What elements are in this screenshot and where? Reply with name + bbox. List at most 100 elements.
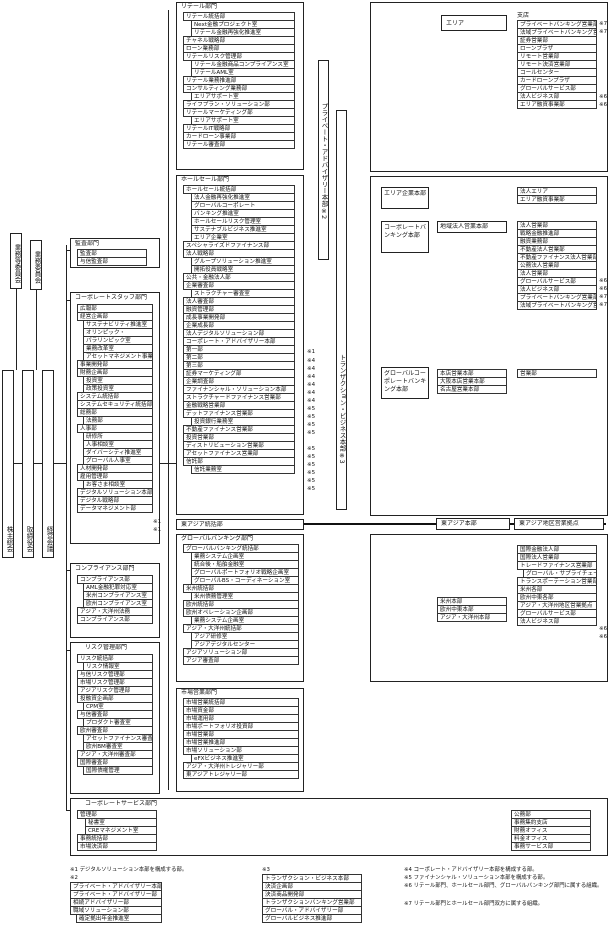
- corp-banking-box: コーポレートバンキング本部: [381, 221, 429, 253]
- marker: ※5: [307, 446, 316, 452]
- compliance-list: コンプライアンス部 AML金融犯罪対応室 米州コンプライアンス室 欧州コンプライ…: [77, 575, 153, 624]
- list-item: グローバル・サプライチェーン・ファイナンス室: [523, 569, 597, 578]
- list-item: アジア・大洋州地区営業拠点: [517, 601, 597, 610]
- marker: ※5: [307, 430, 316, 436]
- private-advisory-label: プライベート・アドバイザリー本部※2: [320, 102, 328, 220]
- list-item: 不動産ファイナンス法人営業部: [517, 253, 597, 262]
- marker: ※5: [307, 414, 316, 420]
- exec-committee-box: 業務委員会: [30, 240, 42, 290]
- intl-list: 国際金融法人部 国際法人営業部 トレードファイナンス営業部 グローバル・サプライ…: [517, 545, 597, 626]
- audit-list: 監査部 与信監査部: [77, 249, 147, 266]
- corp-staff-title: コーポレートスタッフ部門: [75, 294, 148, 301]
- list-item: 営業部: [517, 369, 597, 378]
- list-item: 信託業務室: [191, 465, 295, 474]
- private-advisory-box: プライベート・アドバイザリー本部※2: [318, 60, 329, 260]
- mgmt-meeting-label: 経営会議: [45, 526, 53, 552]
- list-item: ストラクチャードファイナンス営業部: [183, 393, 295, 402]
- hq-services-list: 公務部 事務集約支店 財務オフィス 料金オフィス 事務サービス部: [511, 810, 591, 851]
- footnote-2-list: プライベート・アドバイザリー本部 プライベート・アドバイザリー部 相続アドバイザ…: [70, 882, 162, 923]
- corp-services-list: 管理部 秘書室 CREマネジメント室 事務統括部 市場決済部: [77, 810, 157, 851]
- list-item: 事務サービス部: [511, 842, 591, 851]
- nomination-box: 業務等委員会: [10, 233, 22, 289]
- list-item: 名古屋営業本部: [437, 385, 507, 394]
- marker: ※7: [599, 29, 608, 35]
- marker: ※7: [599, 302, 608, 308]
- list-item: トレードファイナンス営業部: [517, 561, 597, 570]
- list-item: 欧州コンプライアンス室: [83, 599, 153, 608]
- audit-section: 監査部門 監査部 与信監査部: [70, 238, 160, 268]
- marker: ※7: [599, 294, 608, 300]
- footnote-7: ※7 リテール部門とホールセール部門双方に属する組織。: [404, 901, 544, 907]
- corp-services-section: コーポレートサービス部門 管理部 秘書室 CREマネジメント室 事務統括部 市場…: [70, 798, 608, 856]
- list-item: 与信監査部: [77, 257, 147, 266]
- list-item: アセットマネジメント事業室: [83, 352, 153, 361]
- list-item: サステナビリティ推進室: [83, 320, 153, 329]
- list-item: アジア審査部: [183, 656, 299, 665]
- list-item: プライベート・アドバイザリー本部: [70, 882, 162, 891]
- board-box: 取締役会: [22, 370, 34, 558]
- list-item: 国際債権管理: [83, 766, 153, 775]
- marker: ※5: [307, 470, 316, 476]
- retail-title: リテール部門: [181, 3, 218, 10]
- markets-title: 市場営業部門: [181, 689, 218, 696]
- east-asia-box: 東アジア統括部: [176, 519, 304, 530]
- markets-list: 市場営業統括部 市場資金部 市場運用部 市場ポートフォリオ投資部 市場営業部 市…: [183, 698, 299, 779]
- corp-banking-label: コーポレートバンキング本部: [384, 224, 427, 239]
- list-item: デジタルソリューション本部: [77, 488, 153, 497]
- audit-title: 監査部門: [75, 240, 100, 247]
- marker: ※5: [307, 422, 316, 428]
- marker: ※5: [307, 486, 316, 492]
- transaction-box: トランザクション・ビジネス本部※3: [336, 110, 347, 510]
- marker: ※5: [307, 454, 316, 460]
- list-item: データマネジメント部: [77, 504, 153, 513]
- marker: ※5: [307, 406, 316, 412]
- global-list: グローバルバンキング統括部 業務システム企画室 統合後・船舶金融室 グローバルポ…: [183, 544, 299, 665]
- footnote-6: ※6 リテール部門、ホールセール部門、グローバルバンキング部門に属する組織。: [404, 883, 603, 889]
- markets-section: 市場営業部門 市場営業統括部 市場資金部 市場運用部 市場ポートフォリオ投資部 …: [176, 688, 304, 792]
- list-item: ファイナンシャル・ソリューション本部: [183, 385, 295, 394]
- list-item: 米州コンプライアンス室: [83, 591, 153, 600]
- marker: ※6: [599, 102, 608, 108]
- list-item: トランザクションバンキング営業部: [262, 898, 362, 907]
- list-item: トランスポーテーション営業部: [517, 577, 597, 586]
- footnote-5: ※5 ファイナンシャル・ソリューション本部を構成する部。: [404, 875, 549, 881]
- marker: ※5: [307, 462, 316, 468]
- board-label: 取締役会: [25, 526, 33, 552]
- global-section: グローバルバンキング部門 グローバルバンキング統括部 業務システム企画室 統合後…: [176, 534, 304, 682]
- corp-staff-list: 広報部 経営企画部 サステナビリティ推進室 オリンピック・ パラリンピック室 業…: [77, 304, 153, 513]
- list-item: プライベートバンキング営業部: [517, 20, 597, 29]
- list-item: プライベート・アドバイザリー部: [70, 890, 162, 899]
- area-corp-label: エリア企業本部: [384, 190, 427, 197]
- corp-services-title: コーポレートサービス部門: [85, 800, 158, 807]
- list-item: 法域プライベートバンキング営業部: [517, 301, 597, 310]
- wholesale-list: ホールセール統括部 法人金融再強化推進室 グローバルコーポレート バンキング推進…: [183, 185, 295, 474]
- corp-items-list: 法人営業部 戦略金融推進部 融資業務部 不動産法人営業部 不動産ファイナンス法人…: [517, 221, 597, 310]
- list-item: アセットファイナンス審査室: [83, 734, 153, 743]
- retail-section: リテール部門 リテール統括部 Next金融プロジェクト室 リテール金融再強化推進…: [176, 2, 304, 170]
- list-item: システムセキュリティ統括部: [77, 400, 153, 409]
- list-item: 確定拠出年金推進室: [76, 914, 162, 923]
- exec-committee-label: 業務委員会: [33, 250, 41, 284]
- east-asia-hq-label: 東アジア本部: [441, 520, 477, 527]
- global-title: グローバルバンキング部門: [181, 535, 254, 542]
- marker: ※1: [153, 519, 162, 525]
- list-item: トランザクション・ビジネス本部: [262, 874, 362, 883]
- footnote-1: ※1 デジタルソリューション本部を構成する部。: [70, 867, 188, 873]
- marker: ※4: [307, 366, 316, 372]
- risk-section: リスク管理部門 リスク統括部 リスク情報室 与信リスク管理部 市場リスク管理部 …: [70, 642, 160, 794]
- list-item: プライベートバンキング営業部: [517, 293, 597, 302]
- marker: ※6: [599, 278, 608, 284]
- marker: ※4: [307, 382, 316, 388]
- list-item: 法域プライベートバンキング営業部: [517, 28, 597, 37]
- americas-list: 米州本部 欧州中東本部 アジア・大洋州本部: [437, 597, 507, 622]
- marker: ※1: [153, 527, 162, 533]
- corp-staff-section: コーポレートスタッフ部門 広報部 経営企画部 サステナビリティ推進室 オリンピッ…: [70, 292, 162, 544]
- gc-right-list: 営業部: [517, 369, 597, 378]
- right-global-region: 米州本部 欧州中東本部 アジア・大洋州本部 国際金融法人部 国際法人営業部 トレ…: [370, 534, 608, 682]
- marker: ※6: [599, 626, 608, 632]
- area-corp-list: 法人エリア エリア融資事業部: [517, 187, 597, 204]
- wholesale-section: ホールセール部門 ホールセール統括部 法人金融再強化推進室 グローバルコーポレー…: [176, 175, 315, 515]
- area-label: エリア: [446, 20, 465, 27]
- branches-title: 支店: [517, 12, 530, 19]
- right-retail-region: エリア 支店 プライベートバンキング営業部 法域プライベートバンキング営業部 証…: [370, 2, 608, 172]
